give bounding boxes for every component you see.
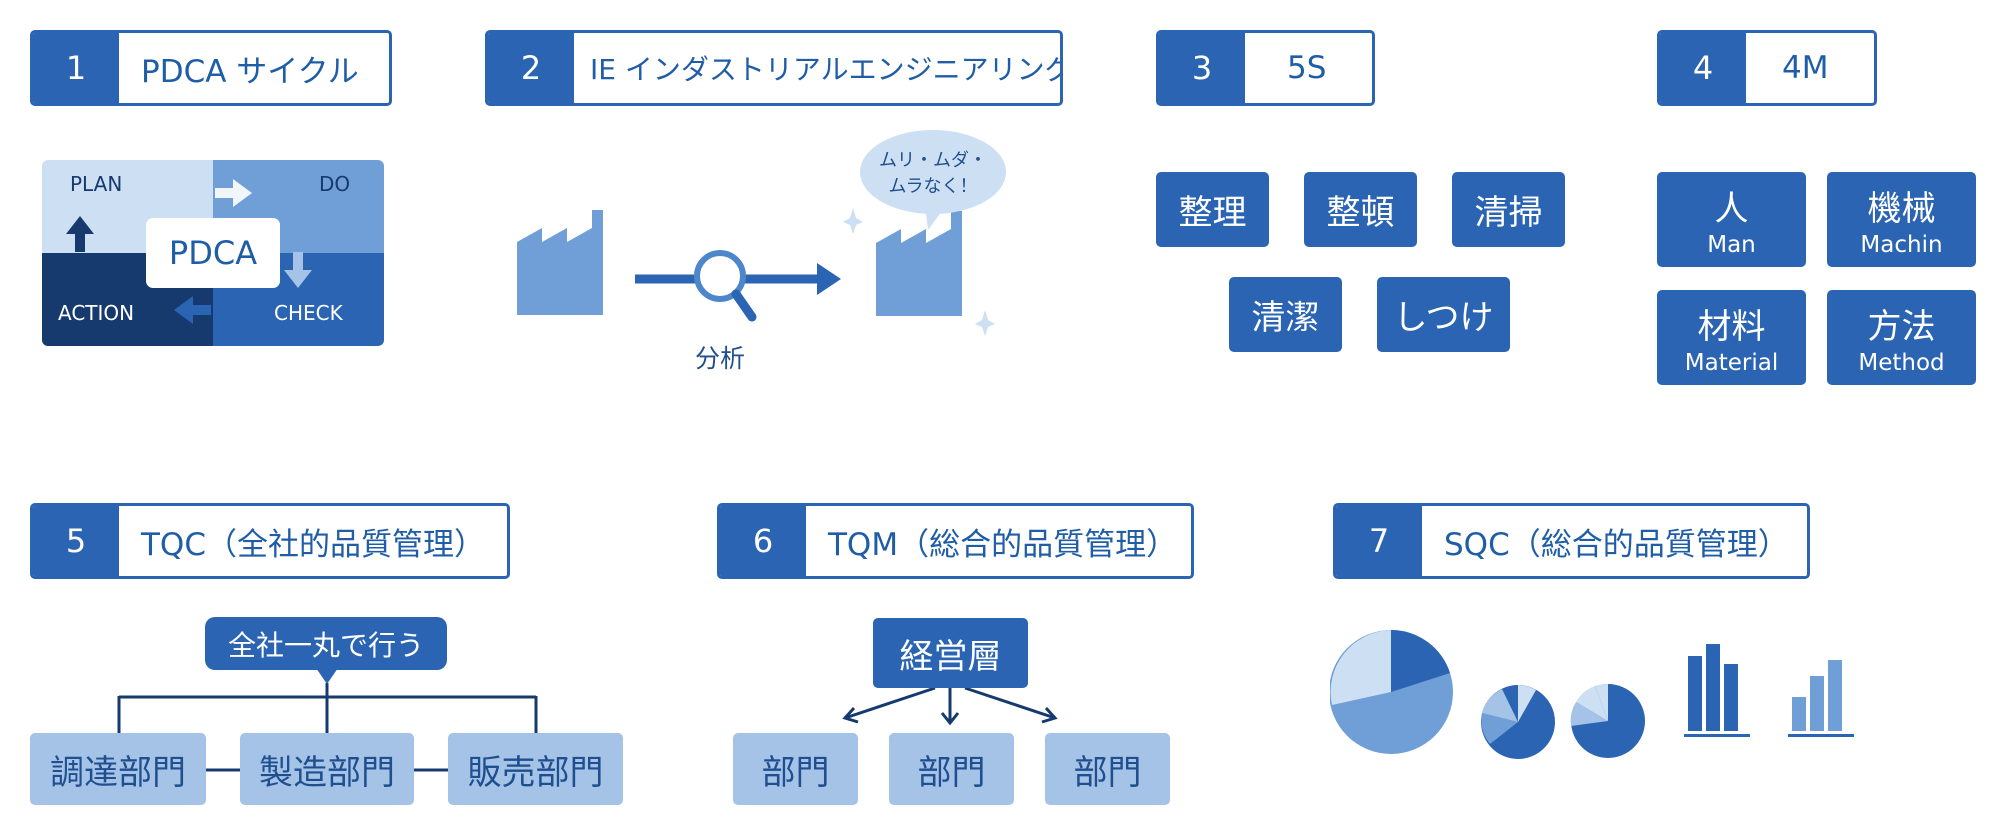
- four-m-item: 方法 Method: [1827, 290, 1976, 385]
- five-s-item: 清潔: [1229, 277, 1342, 352]
- five-s-item: 整頓: [1304, 172, 1417, 247]
- arrow-left-icon: [174, 296, 211, 324]
- pie-chart-icon: [1481, 685, 1555, 759]
- department-box: 部門: [733, 733, 858, 805]
- arrow-right-icon: [215, 179, 252, 207]
- do-label: DO: [319, 172, 350, 196]
- bubble-line-2: ムラなく！: [888, 176, 977, 197]
- four-m-jp: 機械: [1867, 189, 1936, 229]
- department-box: 製造部門: [240, 733, 414, 805]
- section-number: 1: [33, 33, 119, 103]
- four-m-en: Machin: [1860, 232, 1943, 258]
- department-box: 調達部門: [30, 733, 206, 805]
- section-header-4: 4 4M: [1657, 30, 1877, 106]
- sqc-charts: [1330, 630, 1854, 759]
- pie-chart-icon: [1330, 630, 1453, 754]
- bar-chart-icon: [1788, 660, 1854, 737]
- bubble-line-1: ムリ・ムダ・: [879, 150, 987, 171]
- five-s-item: 整理: [1156, 172, 1269, 247]
- section-number: 4: [1660, 33, 1746, 103]
- tqc-callout: 全社一丸で行う: [205, 617, 447, 670]
- five-s-item: 清掃: [1452, 172, 1565, 247]
- section-title: 5S: [1287, 50, 1327, 86]
- section-header-5: 5 TQC（全社的品質管理）: [30, 503, 510, 579]
- section-header-1: 1 PDCA サイクル: [30, 30, 392, 106]
- check-label: CHECK: [274, 301, 344, 325]
- plan-label: PLAN: [70, 172, 122, 196]
- arrow-down-icon: [284, 252, 312, 288]
- factory-before-icon: [517, 210, 603, 315]
- speech-bubble: [860, 130, 1006, 230]
- section-number: 5: [33, 506, 119, 576]
- section-title: PDCA サイクル: [141, 53, 359, 90]
- section-header-6: 6 TQM（総合的品質管理）: [717, 503, 1194, 579]
- section-title: 4M: [1782, 50, 1829, 86]
- arrow-up-icon: [66, 216, 94, 252]
- five-s-item: しつけ: [1377, 277, 1510, 352]
- sparkle-icon: [975, 310, 995, 336]
- management-box: 経営層: [873, 618, 1028, 688]
- section-title: SQC（総合的品質管理）: [1444, 526, 1789, 563]
- section-header-7: 7 SQC（総合的品質管理）: [1333, 503, 1810, 579]
- sparkle-icon: [843, 208, 863, 234]
- analysis-label: 分析: [695, 344, 745, 373]
- pdca-diagram: PLAN DO ACTION CHECK PDCA: [42, 160, 384, 346]
- section-title: TQM（総合的品質管理）: [828, 526, 1178, 563]
- bar-chart-icon: [1684, 644, 1750, 737]
- section-number: 7: [1336, 506, 1422, 576]
- four-m-en: Man: [1707, 232, 1756, 258]
- four-m-item: 機械 Machin: [1827, 172, 1976, 267]
- four-m-en: Method: [1858, 350, 1945, 376]
- section-number: 6: [720, 506, 806, 576]
- department-box: 部門: [1045, 733, 1170, 805]
- section-number: 2: [488, 33, 574, 103]
- four-m-item: 材料 Material: [1657, 290, 1806, 385]
- section-title: TQC（全社的品質管理）: [141, 526, 485, 563]
- pdca-center-label: PDCA: [169, 234, 257, 272]
- section-number: 3: [1159, 33, 1245, 103]
- four-m-jp: 方法: [1867, 307, 1936, 347]
- four-m-item: 人 Man: [1657, 172, 1806, 267]
- four-m-jp: 人: [1714, 189, 1749, 229]
- factory-after-icon: [876, 211, 962, 316]
- section-header-2: 2 IE インダストリアルエンジニアリング: [485, 30, 1063, 106]
- department-box: 販売部門: [448, 733, 623, 805]
- magnifier-icon: [694, 250, 757, 322]
- pdca-center: [146, 218, 280, 288]
- pie-chart-icon: [1570, 683, 1645, 758]
- department-box: 部門: [889, 733, 1014, 805]
- callout-pointer: [316, 668, 338, 684]
- arrow-head-icon: [817, 263, 841, 295]
- ie-diagram: 分析 ムリ・ムダ・ ムラなく！: [517, 130, 1006, 373]
- action-label: ACTION: [58, 301, 134, 325]
- section-title: IE インダストリアルエンジニアリング: [590, 53, 1063, 86]
- four-m-jp: 材料: [1697, 307, 1766, 347]
- four-m-en: Material: [1684, 350, 1779, 376]
- section-header-3: 3 5S: [1156, 30, 1375, 106]
